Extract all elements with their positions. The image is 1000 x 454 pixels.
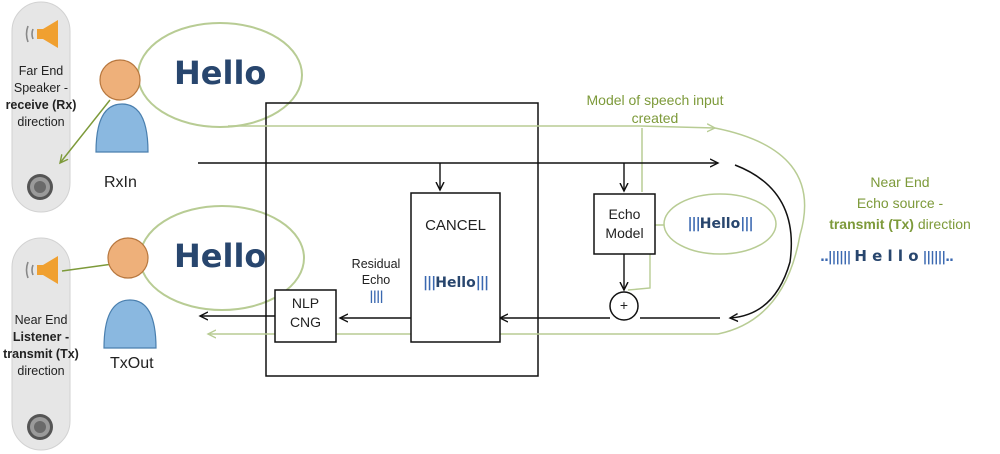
echo-model-hello-bubble xyxy=(663,193,777,255)
microphone-icon xyxy=(27,174,53,200)
microphone-icon xyxy=(27,414,53,440)
rxin-label: RxIn xyxy=(104,174,137,191)
near-end-person-icon xyxy=(103,237,157,349)
echo-model-label: Echo Model xyxy=(605,206,644,241)
far-end-device xyxy=(11,1,71,213)
adder-plus-symbol: + xyxy=(619,297,629,313)
speaker-icon xyxy=(25,20,58,48)
near-end-device xyxy=(11,237,71,451)
cancel-hello-waveform: |||Hello||| xyxy=(422,275,489,291)
near-end-hello-waveform: ..||||||H e l l o||||||.. xyxy=(820,247,954,265)
far-end-person-icon xyxy=(95,59,149,153)
cancel-label: CANCEL xyxy=(425,217,486,234)
near-end-listener-label: Near End Listener - transmit (Tx) direct… xyxy=(3,313,79,378)
hello-text-top: Hello xyxy=(174,54,267,92)
echo-model-hello-waveform: |||Hello||| xyxy=(687,216,753,232)
speaker-icon xyxy=(25,256,58,284)
txout-label: TxOut xyxy=(110,355,154,372)
far-end-speaker-label: Far End Speaker - receive (Rx) direction xyxy=(5,64,77,129)
echo-return-arc-green xyxy=(714,127,806,335)
echo-model-box xyxy=(593,193,656,255)
rx-to-earpiece-arrow xyxy=(60,99,111,163)
cancel-box xyxy=(410,192,501,343)
nlp-cng-label: NLP CNG xyxy=(289,295,322,330)
residual-echo-label: Residual Echo |||| xyxy=(351,257,401,303)
echo-path-arc-black xyxy=(730,164,792,318)
model-note-label: Model of speech input created xyxy=(586,92,724,126)
processing-block-frame xyxy=(265,102,539,377)
adder-circle xyxy=(609,291,639,321)
hello-text-bottom: Hello xyxy=(174,237,267,275)
nlp-cng-box xyxy=(274,289,337,343)
near-end-echo-source-label: Near End Echo source - transmit (Tx) dir… xyxy=(829,174,971,232)
